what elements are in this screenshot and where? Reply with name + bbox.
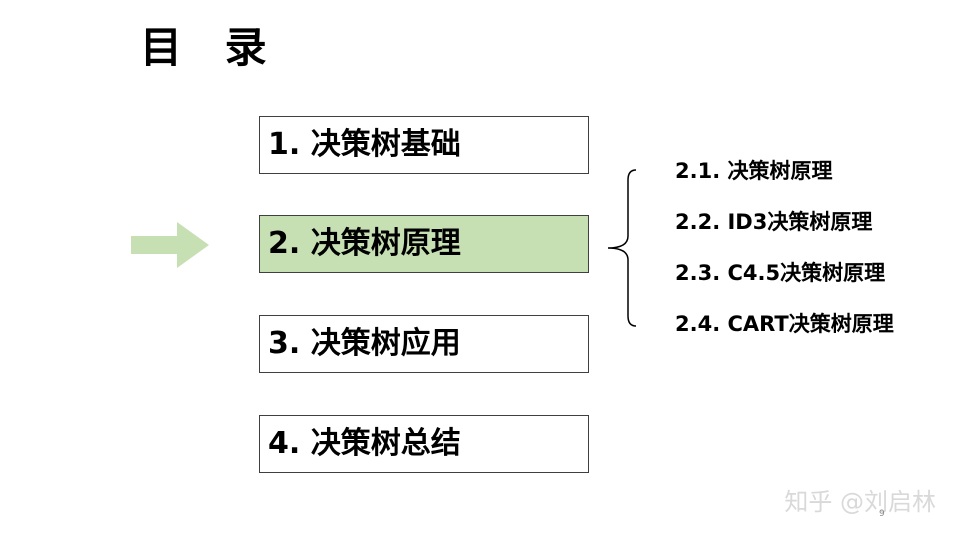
- subsection-item-2-1[interactable]: 2.1. 决策树原理: [675, 159, 833, 183]
- toc-item-4[interactable]: 4. 决策树总结: [259, 415, 589, 473]
- subsection-item-2-4[interactable]: 2.4. CART决策树原理: [675, 312, 894, 336]
- page-title: 目 录: [140, 23, 281, 72]
- subsection-item-2-3[interactable]: 2.3. C4.5决策树原理: [675, 261, 886, 285]
- toc-item-1[interactable]: 1. 决策树基础: [259, 116, 589, 174]
- toc-item-2-active[interactable]: 2. 决策树原理: [259, 215, 589, 273]
- page-number: 9: [879, 509, 885, 519]
- left-brace-icon: [607, 169, 637, 327]
- subsection-list: 2.1. 决策树原理 2.2. ID3决策树原理 2.3. C4.5决策树原理 …: [675, 154, 894, 358]
- toc-item-3[interactable]: 3. 决策树应用: [259, 315, 589, 373]
- subsection-item-2-2[interactable]: 2.2. ID3决策树原理: [675, 210, 873, 234]
- watermark: 知乎 @刘启林: [784, 488, 936, 516]
- arrow-right-icon: [131, 222, 209, 268]
